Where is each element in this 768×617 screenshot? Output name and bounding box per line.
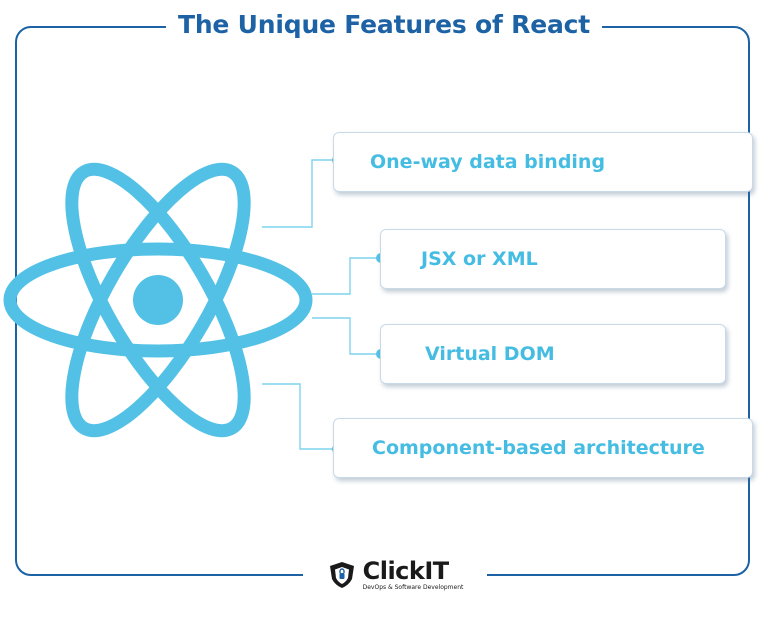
connector-component — [262, 383, 337, 450]
feature-box-virtual-dom: Virtual DOM — [380, 324, 726, 384]
connector-jsx — [312, 257, 381, 295]
diagram-title: The Unique Features of React — [165, 10, 603, 39]
react-logo-icon — [3, 162, 313, 438]
feature-label: Virtual DOM — [425, 343, 555, 365]
feature-label: JSX or XML — [421, 248, 538, 270]
feature-box-one-way-data-binding: One-way data binding — [333, 132, 753, 192]
connector-virtual-dom — [312, 317, 381, 355]
react-orbit-right — [65, 162, 251, 438]
react-orbit-left — [65, 162, 251, 438]
feature-label: Component-based architecture — [372, 437, 705, 459]
connector-one-way — [262, 159, 337, 228]
clickit-shield-icon — [329, 562, 354, 588]
brand-tagline: DevOps & Software Development — [362, 583, 464, 591]
brand-logo: ClickIT DevOps & Software Development — [303, 555, 487, 595]
title-container: The Unique Features of React — [0, 10, 768, 39]
brand-name: ClickIT — [362, 556, 450, 585]
feature-label: One-way data binding — [370, 151, 606, 173]
react-orbit-horizontal — [3, 242, 313, 358]
feature-box-jsx-or-xml: JSX or XML — [380, 229, 726, 289]
feature-box-component-based-architecture: Component-based architecture — [333, 418, 753, 478]
react-nucleus — [133, 275, 183, 325]
